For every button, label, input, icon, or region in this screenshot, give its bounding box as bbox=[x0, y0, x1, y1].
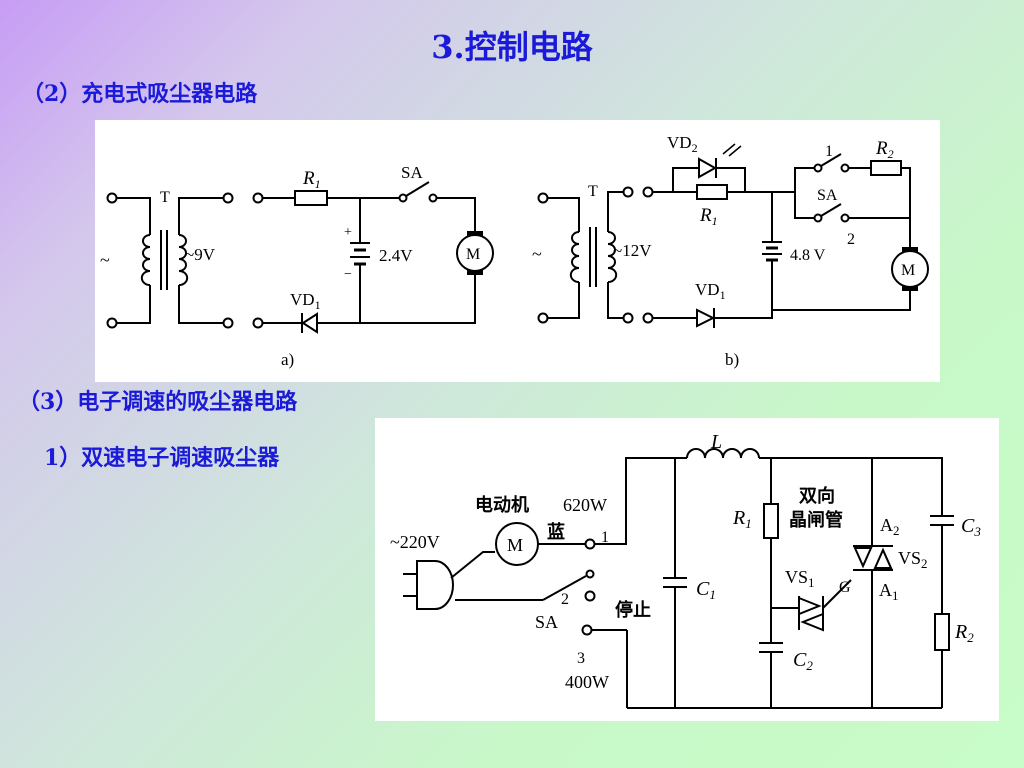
svg-text:A1: A1 bbox=[879, 580, 899, 603]
svg-text:2: 2 bbox=[847, 231, 855, 248]
svg-text:M: M bbox=[507, 535, 523, 555]
figure-charging-circuits: ~ T ~9V R1 SA M + − 2.4V VD1 bbox=[95, 120, 940, 382]
svg-text:M: M bbox=[901, 262, 915, 279]
svg-text:C2: C2 bbox=[793, 649, 813, 673]
diode-vd1-b bbox=[696, 308, 716, 328]
svg-text:3: 3 bbox=[577, 650, 585, 667]
svg-text:R1: R1 bbox=[699, 205, 718, 228]
heading-charging-circuit: （2）充电式吸尘器电路 bbox=[22, 81, 258, 107]
svg-text:VD2: VD2 bbox=[667, 133, 698, 155]
battery-voltage: 2.4V bbox=[379, 246, 413, 265]
resistor-r1-b bbox=[696, 184, 728, 200]
resistor-r1 bbox=[294, 190, 328, 206]
heading-speed-control: （3）电子调速的吸尘器电路 bbox=[18, 389, 298, 415]
svg-text:1: 1 bbox=[825, 143, 833, 160]
circuit-b: ~ T ~12V VD2 R1 1 R2 SA 2 bbox=[532, 133, 929, 369]
svg-text:VS2: VS2 bbox=[898, 548, 928, 571]
svg-text:蓝: 蓝 bbox=[547, 522, 565, 542]
svg-text:2: 2 bbox=[561, 591, 569, 608]
circuit-a: ~ T ~9V R1 SA M + − 2.4V VD1 bbox=[100, 163, 494, 369]
svg-text:晶闸管: 晶闸管 bbox=[789, 509, 843, 530]
resistor-r2-c bbox=[934, 613, 950, 651]
ac-voltage-label: ~9V bbox=[185, 245, 216, 264]
svg-text:~: ~ bbox=[532, 244, 542, 264]
resistor-r2 bbox=[870, 160, 902, 176]
svg-text:1: 1 bbox=[601, 529, 609, 546]
heading-dual-speed: 1）双速电子调速吸尘器 bbox=[44, 445, 280, 471]
switch-label-c: SA bbox=[535, 612, 558, 632]
svg-text:VD1: VD1 bbox=[290, 290, 321, 312]
svg-text:A2: A2 bbox=[880, 515, 900, 538]
caption-b: b) bbox=[725, 350, 739, 369]
svg-text:G: G bbox=[839, 579, 851, 596]
svg-text:R1: R1 bbox=[302, 168, 321, 191]
power-low: 400W bbox=[565, 672, 609, 692]
svg-text:R2: R2 bbox=[954, 621, 974, 645]
svg-text:~12V: ~12V bbox=[613, 241, 652, 260]
diac-vs1 bbox=[798, 596, 822, 616]
svg-text:C3: C3 bbox=[961, 515, 981, 539]
svg-text:VS1: VS1 bbox=[785, 567, 815, 590]
diode-vd1 bbox=[301, 312, 318, 334]
svg-text:R1: R1 bbox=[732, 507, 752, 531]
tilde-label: ~ bbox=[100, 250, 110, 270]
power-high: 620W bbox=[563, 495, 607, 515]
svg-text:C1: C1 bbox=[696, 578, 716, 602]
svg-text:双向: 双向 bbox=[799, 485, 835, 506]
motor-label: 电动机 bbox=[475, 494, 529, 515]
led-vd2 bbox=[698, 157, 718, 179]
figure-dual-speed-circuit: ~220V M 电动机 620W 蓝 1 2 SA 停止 3 400W L C1… bbox=[375, 418, 999, 721]
switch-label: SA bbox=[401, 163, 423, 182]
svg-text:4.8 V: 4.8 V bbox=[790, 247, 826, 264]
slide-title: 3.控制电路 bbox=[431, 28, 593, 66]
stop-label: 停止 bbox=[615, 599, 651, 620]
svg-text:M: M bbox=[466, 246, 480, 263]
resistor-r1-c bbox=[763, 503, 779, 539]
plug-icon bbox=[416, 560, 454, 610]
svg-text:SA: SA bbox=[817, 187, 838, 204]
svg-text:R2: R2 bbox=[875, 138, 894, 161]
triac-vs2 bbox=[853, 547, 873, 569]
mains-label: ~220V bbox=[390, 532, 440, 552]
transformer-label: T bbox=[160, 189, 170, 206]
svg-text:−: − bbox=[344, 267, 352, 282]
svg-text:+: + bbox=[344, 225, 352, 240]
inductor-label: L bbox=[710, 431, 722, 453]
svg-text:VD1: VD1 bbox=[695, 280, 726, 302]
svg-text:T: T bbox=[588, 183, 598, 200]
caption-a: a) bbox=[281, 350, 294, 369]
